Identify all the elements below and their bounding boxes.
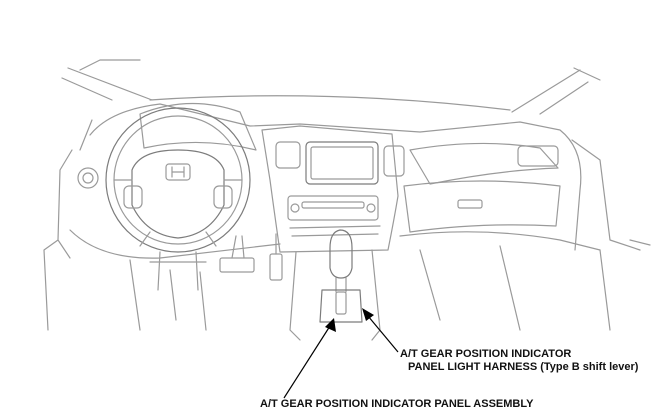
brake-pedal bbox=[219, 257, 255, 273]
steering-emblem-h bbox=[171, 166, 185, 178]
accelerator-pedal bbox=[269, 253, 283, 281]
brake-pedal-arm bbox=[231, 235, 245, 259]
left-a-pillar bbox=[61, 59, 153, 101]
passenger-dash-upper bbox=[409, 142, 559, 185]
dashboard-top bbox=[89, 103, 582, 251]
right-door-panel bbox=[571, 139, 651, 331]
footwell-left bbox=[129, 259, 207, 331]
panel-arrow-line bbox=[283, 325, 331, 399]
audio-slot bbox=[301, 201, 365, 209]
left-center-vent bbox=[275, 141, 301, 169]
navigation-screen bbox=[305, 141, 379, 185]
left-vent-inner bbox=[82, 172, 94, 184]
glovebox-handle bbox=[457, 199, 483, 209]
panel-arrowhead bbox=[325, 318, 336, 332]
audio-panel bbox=[287, 195, 379, 221]
right-a-pillar bbox=[511, 67, 601, 115]
left-knob bbox=[290, 203, 300, 213]
harness-label-line-2: PANEL LIGHT HARNESS (Type B shift lever) bbox=[408, 361, 639, 373]
right-center-vent bbox=[383, 145, 405, 177]
shift-lever-knob bbox=[329, 229, 353, 279]
passenger-vent bbox=[517, 145, 559, 167]
climate-controls bbox=[289, 225, 381, 237]
footwell-right bbox=[419, 245, 521, 331]
navigation-screen-inner bbox=[310, 146, 374, 180]
windshield-base bbox=[149, 95, 511, 111]
harness-label-line-1: A/T GEAR POSITION INDICATOR bbox=[400, 348, 572, 360]
panel-assembly-callout-label: A/T GEAR POSITION INDICATOR PANEL ASSEMB… bbox=[260, 398, 534, 410]
steering-emblem bbox=[165, 163, 191, 181]
left-vent bbox=[77, 167, 99, 189]
center-stack bbox=[261, 125, 399, 253]
callout-arrows bbox=[283, 308, 399, 399]
steering-left-buttons bbox=[123, 185, 143, 209]
steering-wheel-rim bbox=[105, 107, 251, 253]
steering-wheel-spokes bbox=[113, 179, 243, 247]
dashboard-lower bbox=[69, 229, 601, 259]
harness-callout-label: A/T GEAR POSITION INDICATOR PANEL LIGHT … bbox=[400, 348, 638, 374]
harness-arrowhead bbox=[362, 308, 374, 321]
steering-wheel-hub bbox=[131, 149, 225, 239]
steering-right-buttons bbox=[213, 185, 233, 209]
right-knob bbox=[366, 203, 376, 213]
steering-column bbox=[149, 251, 207, 291]
glovebox bbox=[403, 180, 561, 233]
shift-gate bbox=[335, 291, 347, 315]
cluster-hood bbox=[139, 102, 257, 151]
shift-indicator-panel bbox=[319, 289, 363, 323]
vehicle-interior-outline bbox=[43, 59, 651, 341]
harness-arrow-line bbox=[367, 315, 399, 353]
left-door-panel bbox=[43, 119, 93, 331]
